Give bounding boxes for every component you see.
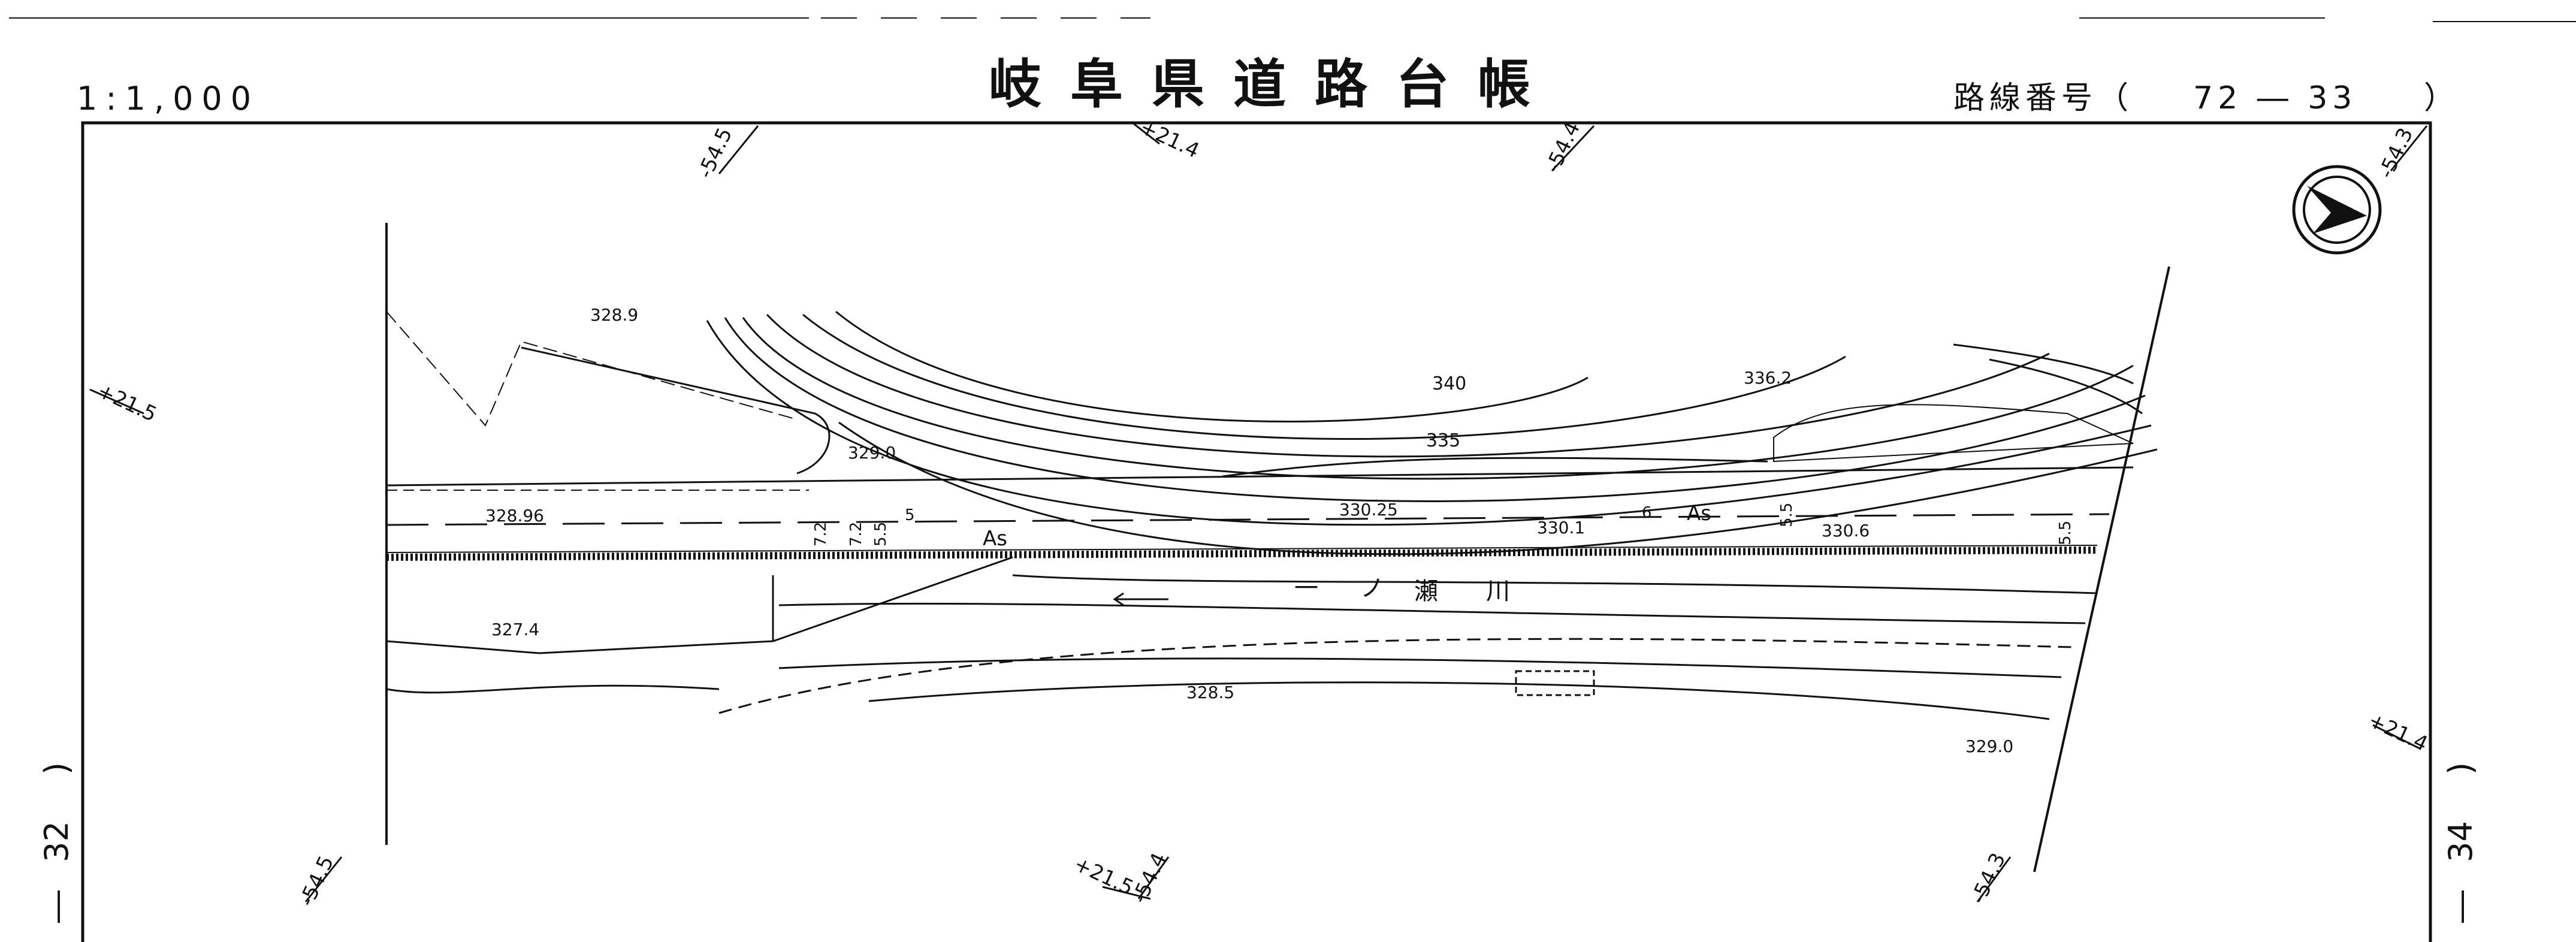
grid-tick — [1976, 856, 2012, 902]
road-upper-edge — [386, 466, 2134, 487]
river-name-char: 瀬 — [1414, 578, 1438, 605]
elevation-label: 328.5 — [1186, 683, 1234, 702]
elevation-label: 330.1 — [1537, 518, 1585, 538]
grid-tick — [1137, 856, 1170, 899]
contour-line — [742, 317, 2134, 480]
elevation-label: 329.0 — [848, 443, 896, 463]
river-bank-south — [718, 638, 2074, 714]
parcel-lower — [386, 556, 1013, 654]
dimension-label: 5 — [905, 506, 915, 524]
grid-label: -54.5 — [693, 124, 737, 182]
river-flow-arrowhead — [1113, 592, 1124, 606]
structure-outline — [1515, 670, 1595, 696]
contour-line — [802, 313, 1846, 440]
elevation-label: 328.9 — [590, 305, 638, 325]
grid-tick — [89, 388, 144, 415]
river-name-char: 一 — [1294, 575, 1318, 602]
grid-label: +21.5 — [93, 379, 160, 427]
guardrail — [386, 547, 2098, 561]
route-number-label: 路線番号（ — [1953, 80, 2134, 116]
grid-tick — [718, 125, 759, 174]
grid-label: -54.3 — [1967, 849, 2010, 907]
grid-tick — [1102, 886, 1151, 900]
elevation-label: 330.25 — [1339, 500, 1398, 520]
levee — [778, 657, 2062, 678]
contour-label-335: 335 — [1426, 430, 1460, 451]
contour-line-335 — [706, 320, 2152, 526]
grid-tick — [1132, 122, 1160, 145]
lower-bank — [386, 684, 720, 694]
dimension-label: 5.5 — [2056, 521, 2074, 545]
contour-label-340: 340 — [1432, 373, 1466, 394]
dimension-label: 7.2 — [847, 522, 865, 547]
river-bank-mid — [778, 602, 2086, 624]
map-scale: 1:1,000 — [77, 80, 260, 117]
route-number-close: ） — [2424, 80, 2460, 116]
dimension-label: 7.2 — [812, 522, 830, 547]
grid-label: -54.5 — [295, 852, 339, 910]
contour-line — [835, 310, 1589, 422]
contour-line — [838, 421, 2158, 555]
map-title: 岐阜県道路台帳 — [989, 53, 1560, 115]
levee-lower — [868, 681, 2050, 720]
grid-tick — [2372, 724, 2421, 750]
map-frame — [81, 121, 2432, 942]
dimension-label: 5.5 — [1778, 503, 1796, 527]
elevation-label: 329.0 — [1965, 736, 2013, 756]
dimension-label: 5.5 — [872, 522, 890, 547]
road-lower-edge — [386, 545, 2098, 553]
grid-label: +21.4 — [2364, 708, 2431, 756]
retaining-wall — [1222, 457, 1768, 478]
parcel-boundary — [386, 311, 798, 427]
contour-line-340 — [766, 313, 2050, 458]
elevation-label: 336.2 — [1744, 368, 1792, 388]
river-name-char: 川 — [1486, 578, 1510, 605]
grid-label: -54.3 — [2374, 124, 2418, 182]
route-number: 72 ― 33 — [2193, 80, 2357, 116]
contour-line — [1989, 358, 2143, 415]
grid-label: +21.5 — [1070, 852, 1137, 900]
surface-label: As — [983, 527, 1007, 551]
grid-tick — [2390, 125, 2428, 171]
road-centerline — [386, 513, 2110, 526]
river-name-char: ノ — [1360, 575, 1384, 602]
elevation-label: 328.96 — [485, 506, 544, 526]
grid-label: -54.4 — [1541, 118, 1585, 176]
strip-right-edge — [2033, 266, 2170, 872]
dimension-label: 6 — [1642, 504, 1652, 522]
river-bank-north — [1012, 574, 2098, 594]
elevation-label: 327.4 — [491, 620, 539, 639]
surface-label: As — [1687, 502, 1711, 526]
grid-tick — [304, 856, 343, 902]
embankment-area — [1773, 404, 2134, 463]
grid-tick — [1551, 125, 1595, 172]
elevation-label: 330.6 — [1822, 521, 1870, 541]
north-arrow-icon — [2292, 165, 2382, 255]
contour-line — [1953, 343, 2134, 385]
parcel-road — [521, 346, 831, 475]
